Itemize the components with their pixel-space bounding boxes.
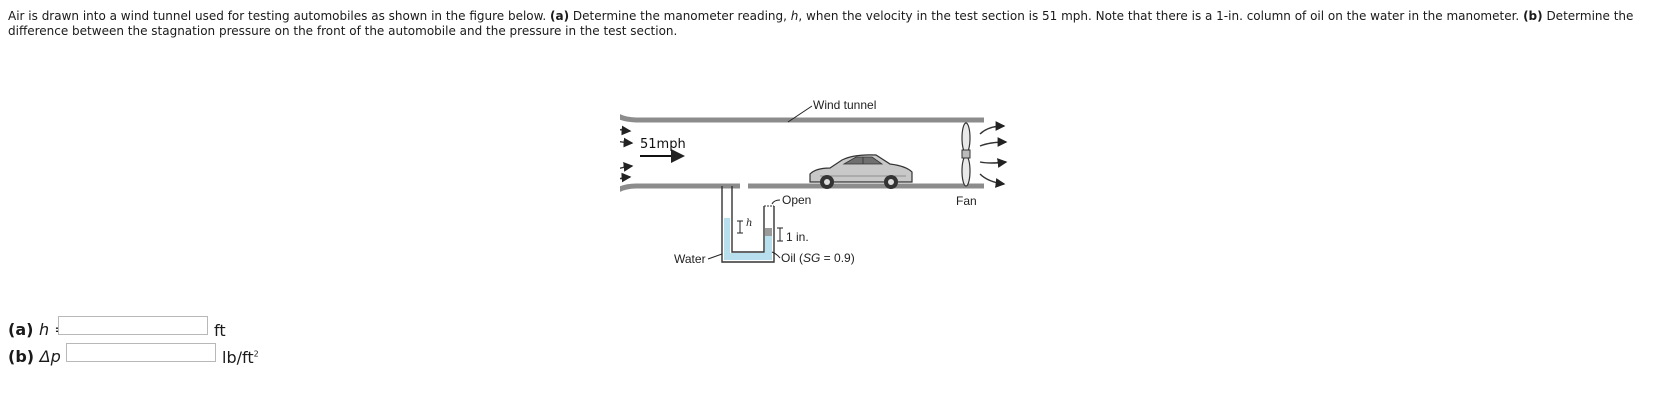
fan-label: Fan bbox=[956, 194, 977, 208]
wind-tunnel-leader bbox=[787, 105, 813, 123]
water-label: Water bbox=[674, 252, 706, 266]
oil-label: Oil (SG = 0.9) bbox=[781, 251, 855, 265]
water-leader bbox=[707, 253, 723, 260]
oil-height-label: 1 in. bbox=[786, 230, 809, 244]
car-icon bbox=[809, 154, 913, 189]
inlet-arrow-3 bbox=[601, 162, 634, 177]
h-label: h bbox=[746, 218, 752, 229]
problem-var-h: h bbox=[790, 9, 799, 23]
problem-text-a: Determine the manometer reading, bbox=[569, 9, 791, 23]
open-label: Open bbox=[782, 193, 811, 207]
outlet-arrow-4 bbox=[979, 173, 1006, 188]
part-b-tag: (b) bbox=[1523, 9, 1543, 23]
open-leader bbox=[771, 199, 781, 205]
answer-b-input[interactable] bbox=[66, 343, 216, 362]
wind-tunnel-diagram: 51mph Wind tunnel Fan bbox=[601, 97, 1008, 266]
problem-text-b: Determine the difference between the sta… bbox=[8, 9, 1634, 38]
problem-text-a-rest: , when the velocity in the test section … bbox=[798, 9, 1524, 23]
wind-tunnel-label: Wind tunnel bbox=[813, 98, 876, 112]
outlet-arrow-3 bbox=[979, 158, 1008, 168]
manometer bbox=[721, 186, 783, 263]
speed-label: 51mph bbox=[640, 137, 686, 152]
fan-icon bbox=[961, 122, 971, 187]
inlet-arrow-2 bbox=[601, 135, 634, 148]
part-a-tag: (a) bbox=[550, 9, 570, 23]
inlet-arrow-1 bbox=[601, 121, 632, 136]
wind-tunnel-figure: 51mph Wind tunnel Fan bbox=[601, 76, 1070, 284]
outlet-arrow-1 bbox=[979, 121, 1006, 135]
answer-a-input[interactable] bbox=[58, 316, 208, 335]
outlet-arrow-2 bbox=[979, 137, 1008, 147]
problem-statement: Air is drawn into a wind tunnel used for… bbox=[8, 9, 1656, 39]
answer-b-unit: lb/ft2 bbox=[222, 348, 259, 367]
problem-text-intro: Air is drawn into a wind tunnel used for… bbox=[8, 9, 550, 23]
answer-a-unit: ft bbox=[214, 321, 226, 340]
oil-leader bbox=[771, 251, 781, 259]
tunnel-top-wall bbox=[605, 97, 984, 123]
